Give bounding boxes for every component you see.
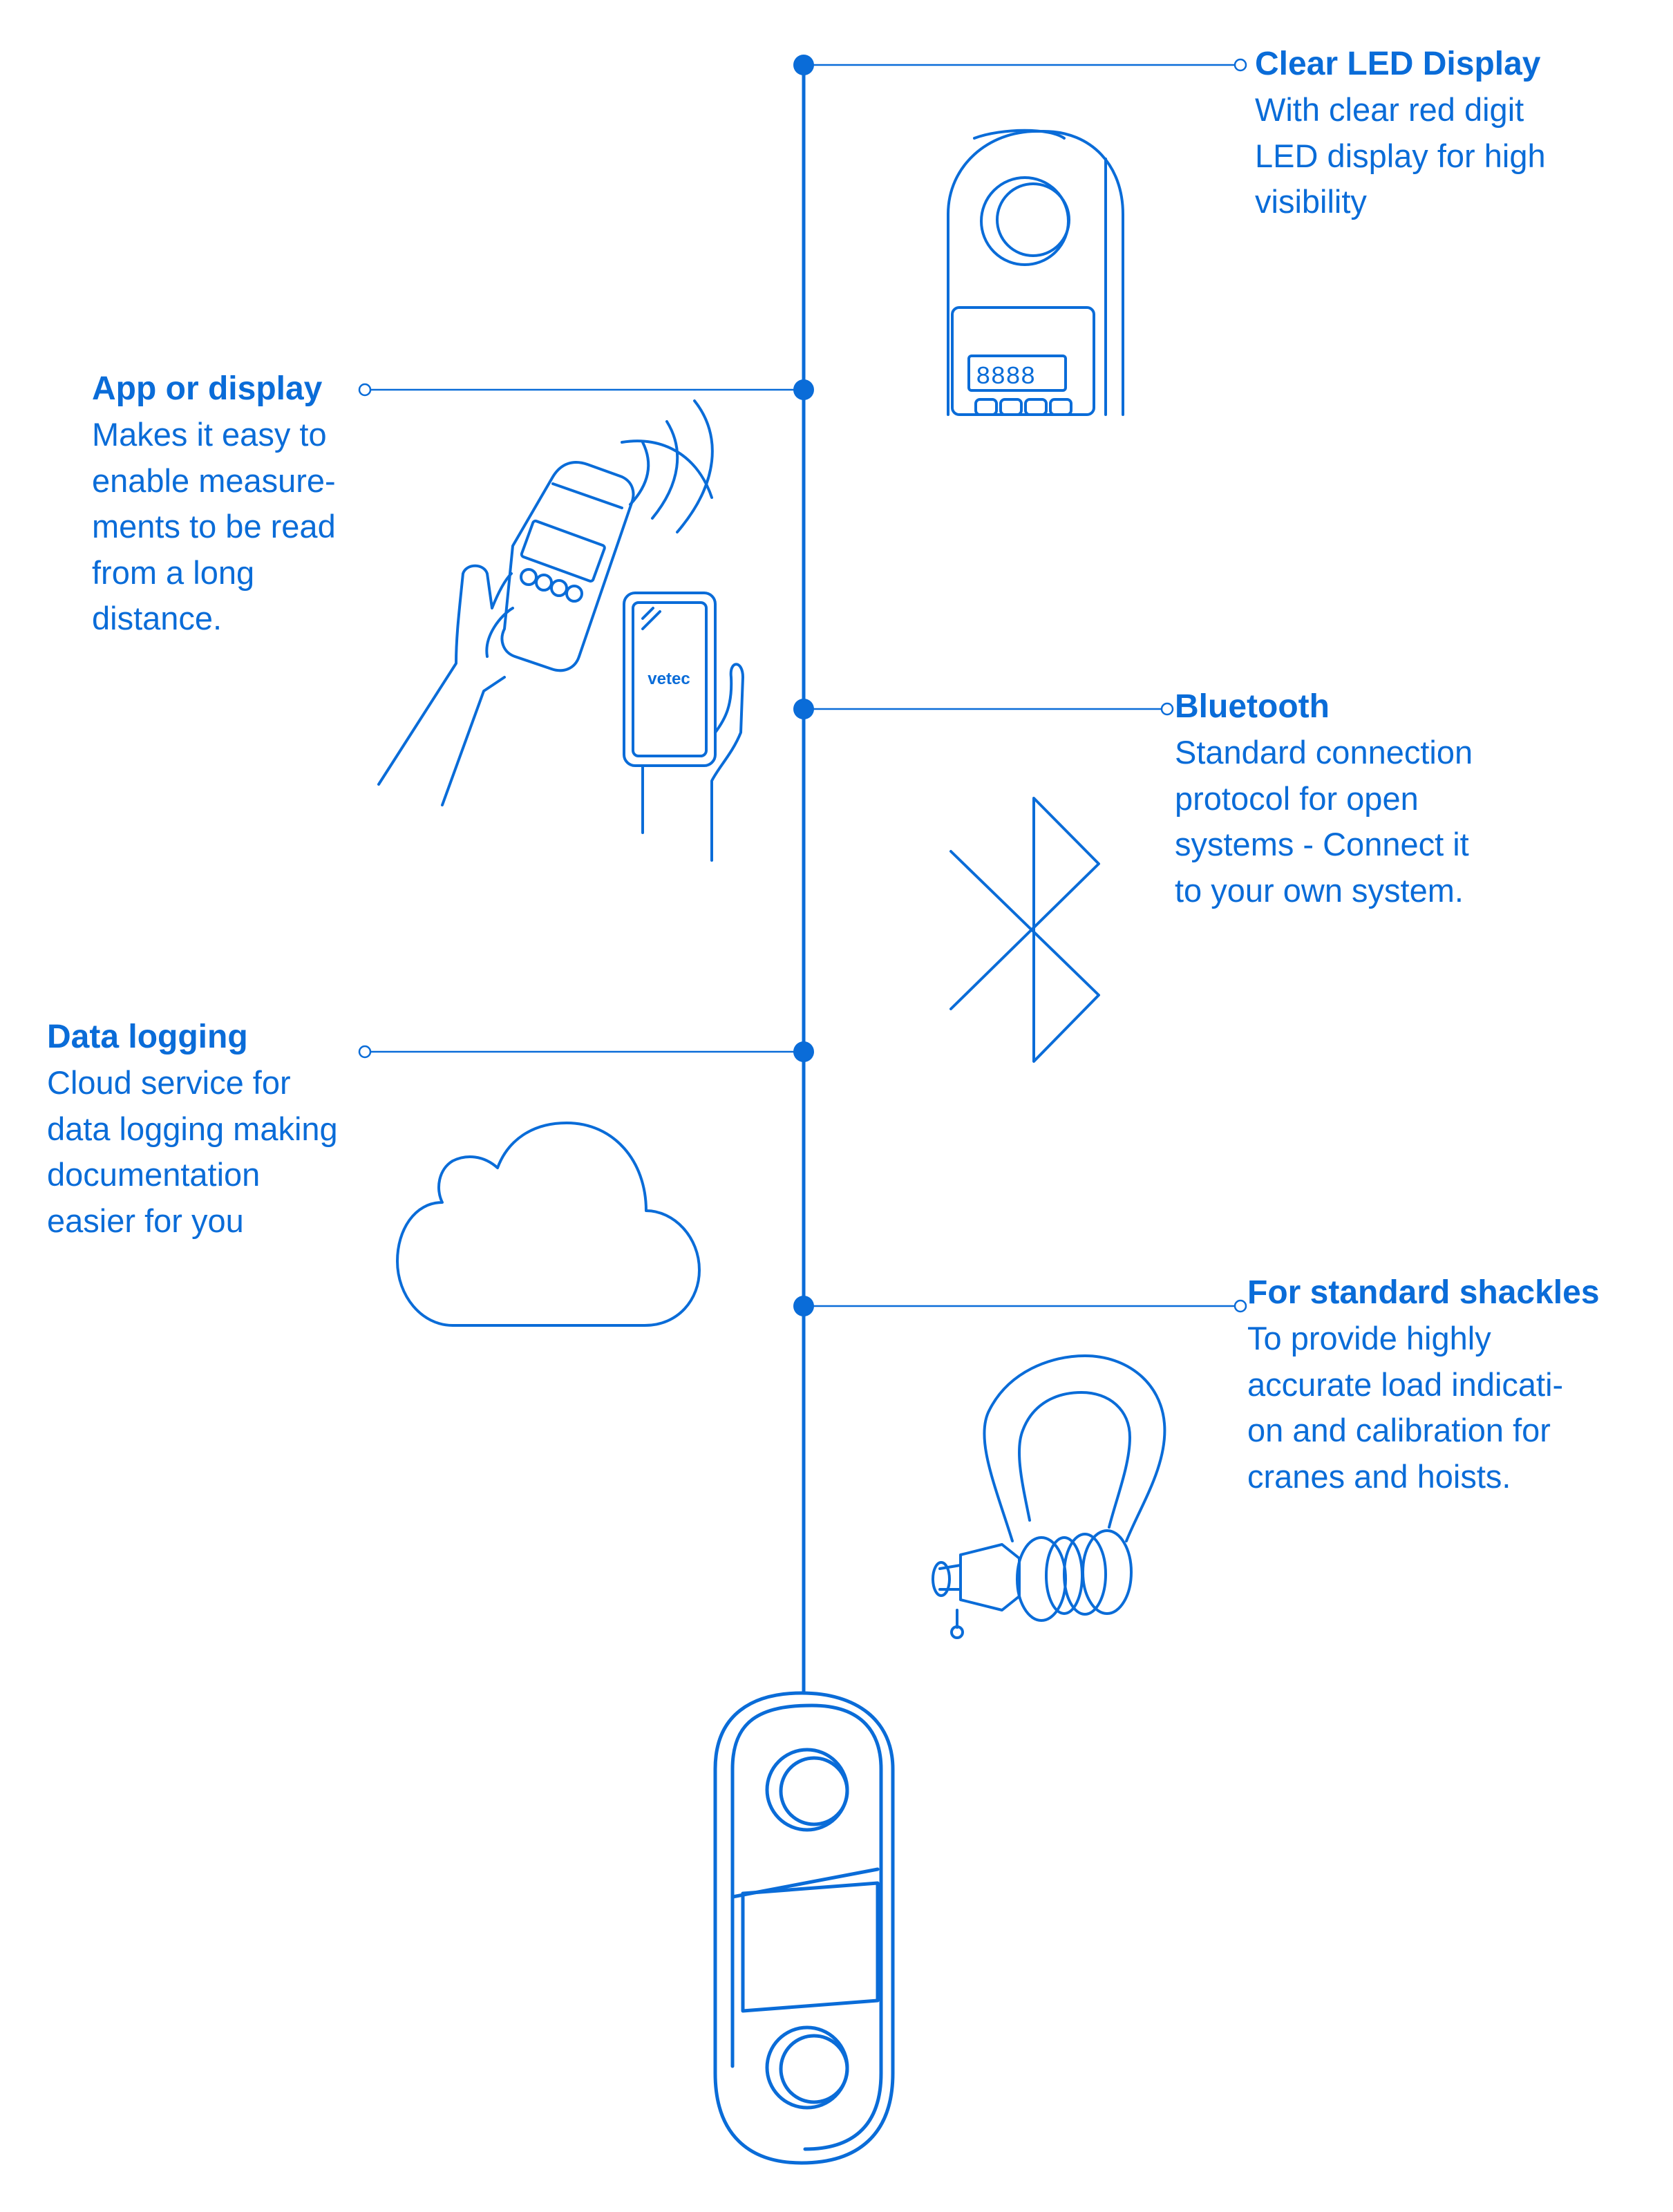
led-digits: 8888 xyxy=(976,363,1035,391)
feature-description: To provide highly accurate load indicati… xyxy=(1247,1320,1564,1495)
feature-title: For standard shackles xyxy=(1247,1274,1600,1311)
phone-brand: vetec xyxy=(648,670,690,688)
cloud-icon xyxy=(396,1122,701,1327)
feature-title: Data logging xyxy=(47,1019,248,1055)
remote-and-phone-icon: vetec xyxy=(377,399,744,862)
load-cell-display-icon: 8888 xyxy=(947,129,1124,416)
feature-title: App or display xyxy=(92,370,323,407)
load-cell-icon xyxy=(713,1691,895,2165)
feature-standard-shackles: For standard shackles To provide highly … xyxy=(1247,1270,1662,1500)
feature-led-display: Clear LED Display With clear red digit L… xyxy=(1255,41,1642,225)
connector-logging xyxy=(358,1041,814,1062)
feature-title: Clear LED Display xyxy=(1255,46,1541,82)
connector-led xyxy=(793,55,1247,75)
feature-description: Standard connection protocol for open sy… xyxy=(1175,734,1473,909)
feature-data-logging: Data logging Cloud service for data logg… xyxy=(47,1014,379,1244)
bluetooth-icon xyxy=(949,797,1100,1063)
feature-app-or-display: App or display Makes it easy to enable m… xyxy=(92,366,410,642)
feature-description: Cloud service for data logging making do… xyxy=(47,1064,338,1239)
connector-bluetooth xyxy=(793,699,1174,719)
feature-description: Makes it easy to enable measure- ments t… xyxy=(92,416,336,636)
shackle-icon xyxy=(932,1354,1166,1639)
connector-app xyxy=(358,379,814,400)
connector-shackles xyxy=(793,1296,1247,1316)
feature-title: Bluetooth xyxy=(1175,688,1330,725)
feature-bluetooth: Bluetooth Standard connection protocol f… xyxy=(1175,684,1562,914)
feature-description: With clear red digit LED display for hig… xyxy=(1255,91,1546,220)
